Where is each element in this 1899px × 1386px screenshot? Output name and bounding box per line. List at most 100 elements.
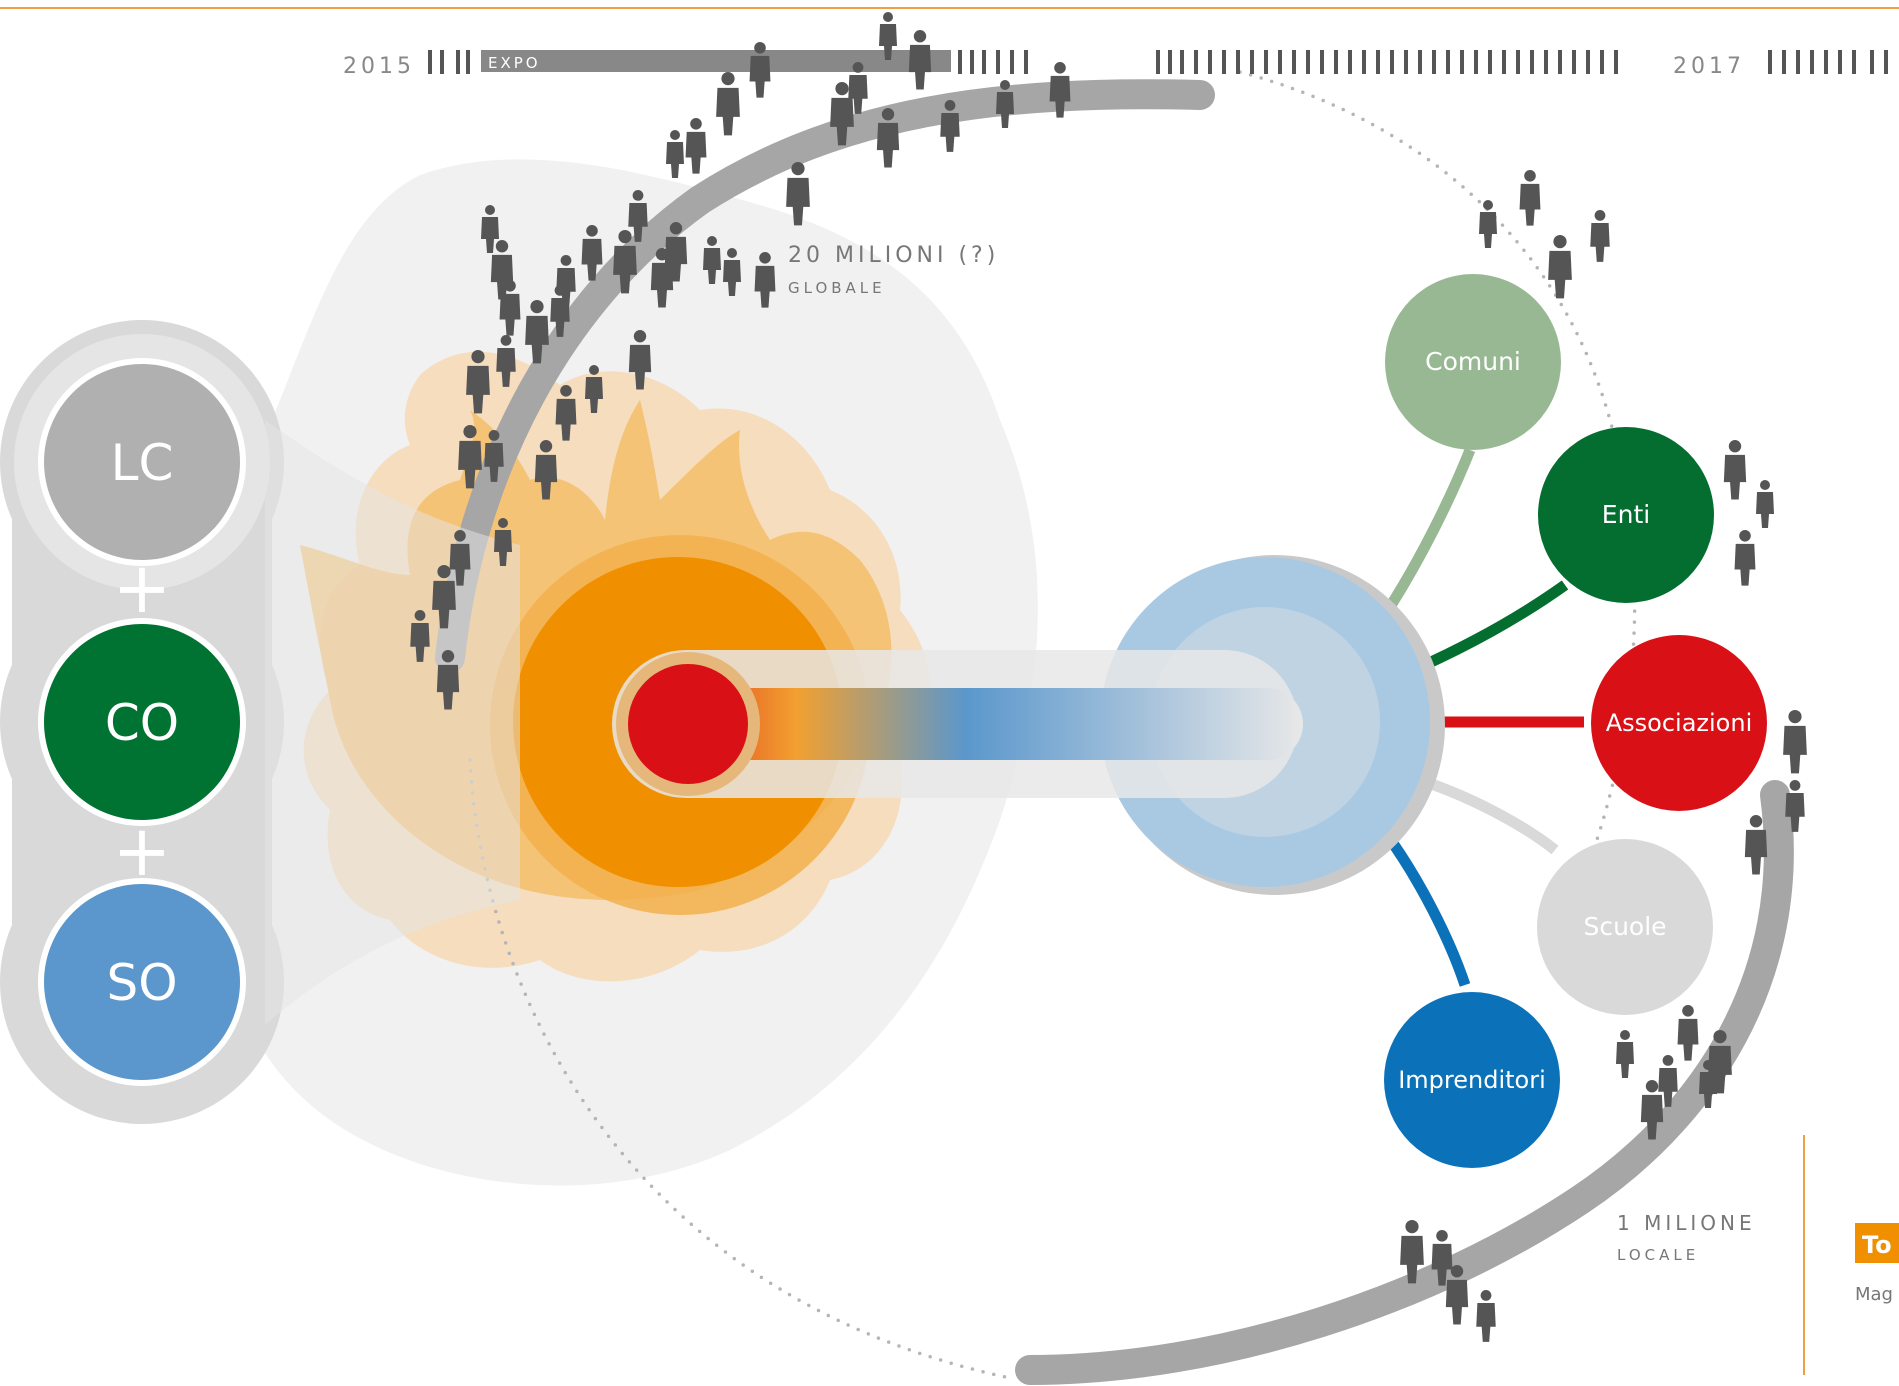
person-icon [908, 30, 932, 90]
person-icon [494, 518, 512, 566]
person-icon [628, 330, 652, 390]
global-count-label: 20 MILIONI (?) GLOBALE [788, 243, 999, 297]
person-icon [1431, 1230, 1453, 1286]
node-enti: Enti [1538, 427, 1714, 603]
person-icon [1519, 170, 1541, 226]
person-icon [1677, 1005, 1699, 1061]
person-icon [685, 118, 707, 174]
local-count-sub: LOCALE [1617, 1246, 1699, 1264]
person-icon [1445, 1265, 1469, 1325]
person-icon [556, 255, 576, 307]
lc-bubble: LC [38, 358, 246, 566]
person-icon [1658, 1055, 1678, 1107]
person-icon [585, 365, 603, 413]
person-icon [749, 42, 771, 98]
year-2016: 2016 [1064, 54, 1136, 79]
plus-sign-1: + [113, 547, 172, 629]
person-icon [432, 565, 456, 629]
side-panel-badge: To [1862, 1231, 1892, 1259]
person-icon [876, 108, 900, 168]
person-icon [650, 248, 674, 308]
node-scuole: Scuole [1537, 839, 1713, 1015]
person-icon [1756, 480, 1774, 528]
person-icon [1783, 710, 1807, 774]
person-icon [716, 72, 740, 136]
grey-arcs [435, 79, 1794, 1385]
person-icon [879, 12, 897, 60]
person-icon [525, 300, 549, 364]
left-stack: LC + CO + SO [0, 320, 284, 1124]
person-icon [613, 230, 637, 294]
timeline: 2015 EXPO 2016 [343, 50, 1888, 79]
connectors [1380, 447, 1584, 987]
global-count-sub: GLOBALE [788, 279, 886, 297]
person-icon [996, 80, 1014, 128]
person-icon [534, 440, 558, 500]
local-count-value: 1 MILIONE [1617, 1211, 1756, 1235]
person-icon [1640, 1080, 1664, 1140]
lc-label: LC [111, 434, 174, 492]
arc-global [435, 79, 1215, 673]
person-icon [664, 222, 688, 282]
person-icon [1723, 440, 1747, 500]
timeline-ticks-c [1156, 50, 1618, 74]
person-icon [1476, 1290, 1496, 1342]
red-core [628, 664, 748, 784]
connector-imprenditori [1380, 828, 1471, 987]
timeline-ticks-a [428, 50, 470, 74]
local-count-label: 1 MILIONE LOCALE [1617, 1211, 1756, 1264]
node-associazioni: Associazioni [1591, 635, 1767, 811]
connector-scuole [1418, 774, 1559, 855]
person-icon [703, 236, 721, 284]
node-scuole-label: Scuole [1583, 912, 1666, 941]
person-icon [555, 385, 577, 441]
year-2015: 2015 [343, 54, 415, 79]
so-bubble: SO [38, 878, 246, 1086]
people-figures [410, 12, 1807, 1342]
connector-enti [1415, 580, 1569, 674]
co-bubble: CO [38, 618, 246, 826]
person-icon [1049, 62, 1071, 118]
timeline-ticks-d [1768, 50, 1888, 74]
person-icon [628, 190, 648, 242]
person-icon [490, 240, 514, 300]
node-comuni-label: Comuni [1425, 347, 1521, 376]
so-label: SO [106, 954, 177, 1012]
person-icon [1548, 235, 1572, 299]
node-imprenditori-label: Imprenditori [1398, 1066, 1546, 1094]
person-icon [496, 335, 516, 387]
person-icon [848, 62, 868, 114]
global-count-value: 20 MILIONI (?) [788, 243, 999, 268]
person-icon [550, 285, 570, 337]
person-icon [1708, 1030, 1732, 1094]
person-icon [466, 350, 490, 414]
arc-local [1015, 780, 1794, 1385]
node-enti-label: Enti [1602, 500, 1650, 529]
person-icon [940, 100, 960, 152]
person-icon [581, 225, 603, 281]
person-icon [1400, 1220, 1424, 1284]
person-icon [1744, 815, 1768, 875]
node-associazioni-label: Associazioni [1606, 709, 1753, 737]
person-icon [484, 430, 504, 482]
co-label: CO [105, 694, 179, 752]
person-icon [1785, 780, 1805, 832]
person-icon [436, 650, 460, 710]
expo-label: EXPO [488, 54, 541, 72]
person-icon [481, 205, 499, 253]
person-icon [1479, 200, 1497, 248]
dotted-orbit [468, 70, 1637, 1380]
expo-band [481, 50, 951, 72]
timeline-ticks-b [958, 50, 1028, 74]
person-icon [830, 82, 854, 146]
node-imprenditori: Imprenditori [1384, 992, 1560, 1168]
person-icon [458, 425, 482, 489]
person-icon [1590, 210, 1610, 262]
side-panel-badge-box [1855, 1223, 1899, 1263]
year-2017: 2017 [1673, 54, 1745, 79]
side-panel-caption: Mag [1855, 1284, 1893, 1305]
person-icon [666, 130, 684, 178]
person-icon [786, 162, 810, 226]
person-icon [410, 610, 430, 662]
